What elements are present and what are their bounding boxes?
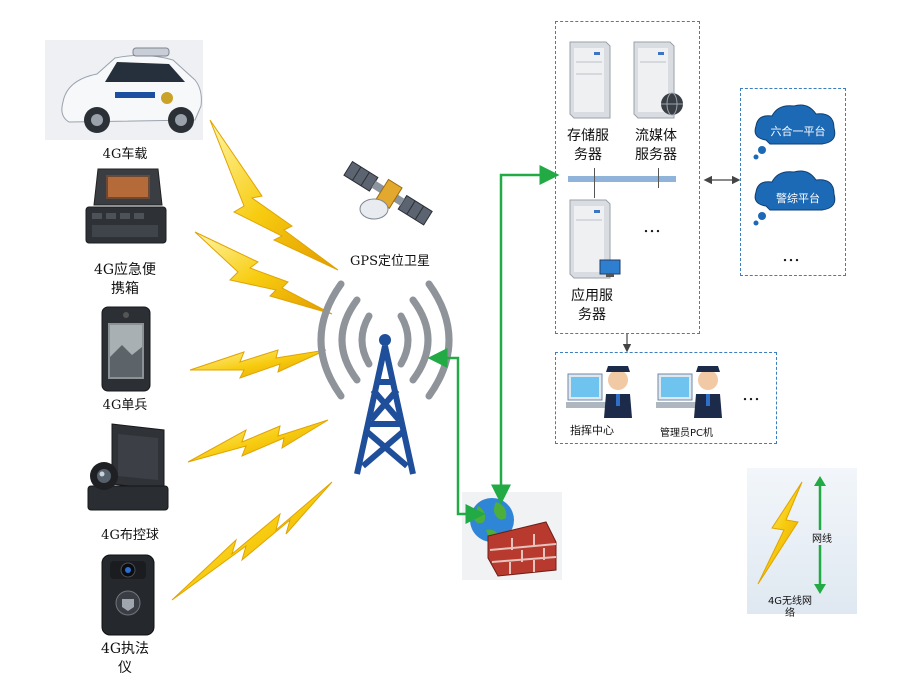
satellite-icon — [340, 155, 435, 235]
command-center-label: 指挥中心 — [570, 424, 614, 437]
media-server-icon — [630, 40, 690, 120]
liuhe-platform-label: 六合一平台 — [770, 125, 826, 138]
ptz-label: 4G布控球 — [101, 528, 159, 543]
law-enforcement-recorder-image — [100, 553, 156, 637]
lightning-icon — [209, 119, 339, 271]
ptz-dome-case-image — [82, 420, 172, 516]
client-group — [555, 352, 777, 444]
server-group — [555, 21, 700, 334]
lightning-icon — [171, 481, 333, 601]
clients-more: … — [742, 384, 760, 405]
bus-drop-line — [594, 168, 595, 198]
network-bus — [568, 176, 676, 182]
signal-tower-icon — [317, 280, 453, 475]
app-server-icon — [566, 198, 626, 280]
police-car-image — [45, 40, 203, 140]
lightning-icon — [187, 419, 329, 463]
bus-drop-line — [658, 168, 659, 188]
admin-pc-icon — [656, 366, 722, 418]
platform-group — [740, 88, 846, 276]
legend-wired-label: 网线 — [810, 530, 834, 545]
legend-wireless-label-line2: 络 — [785, 608, 795, 619]
platforms-more: … — [782, 245, 800, 266]
single-soldier-device-image — [100, 305, 152, 393]
case-label-line1: 4G应急便 — [93, 262, 157, 278]
recorder-label-line2: 仪 — [118, 660, 132, 676]
storage-server-label-line1: 存储服 — [567, 128, 609, 144]
car-label: 4G车载 — [102, 147, 148, 162]
media-server-label-line1: 流媒体 — [635, 128, 677, 144]
cloud-icon — [753, 104, 836, 160]
recorder-label-line1: 4G执法 — [100, 641, 150, 657]
emergency-case-image — [80, 165, 170, 255]
gps-label: GPS定位卫星 — [349, 254, 431, 269]
legend-wireless-label-line1: 4G无线网 — [767, 596, 813, 607]
legend-box — [747, 468, 857, 614]
lightning-icon — [194, 231, 333, 315]
admin-pc-label: 管理员PC机 — [660, 428, 714, 439]
cloud-icon — [753, 170, 836, 226]
media-server-label-line2: 服务器 — [635, 147, 677, 163]
case-label-line2: 携箱 — [111, 281, 139, 297]
servers-more: … — [643, 216, 661, 237]
storage-server-icon — [566, 40, 612, 120]
storage-server-label-line2: 务器 — [574, 147, 602, 163]
app-server-label-line2: 务器 — [578, 307, 606, 323]
jingzong-platform-label: 警综平台 — [776, 192, 820, 205]
legend-lightning-icon — [757, 481, 803, 585]
single-label: 4G单兵 — [102, 398, 148, 413]
lightning-icon — [189, 349, 327, 379]
app-server-label-line1: 应用服 — [571, 288, 613, 304]
command-center-icon — [566, 366, 632, 418]
